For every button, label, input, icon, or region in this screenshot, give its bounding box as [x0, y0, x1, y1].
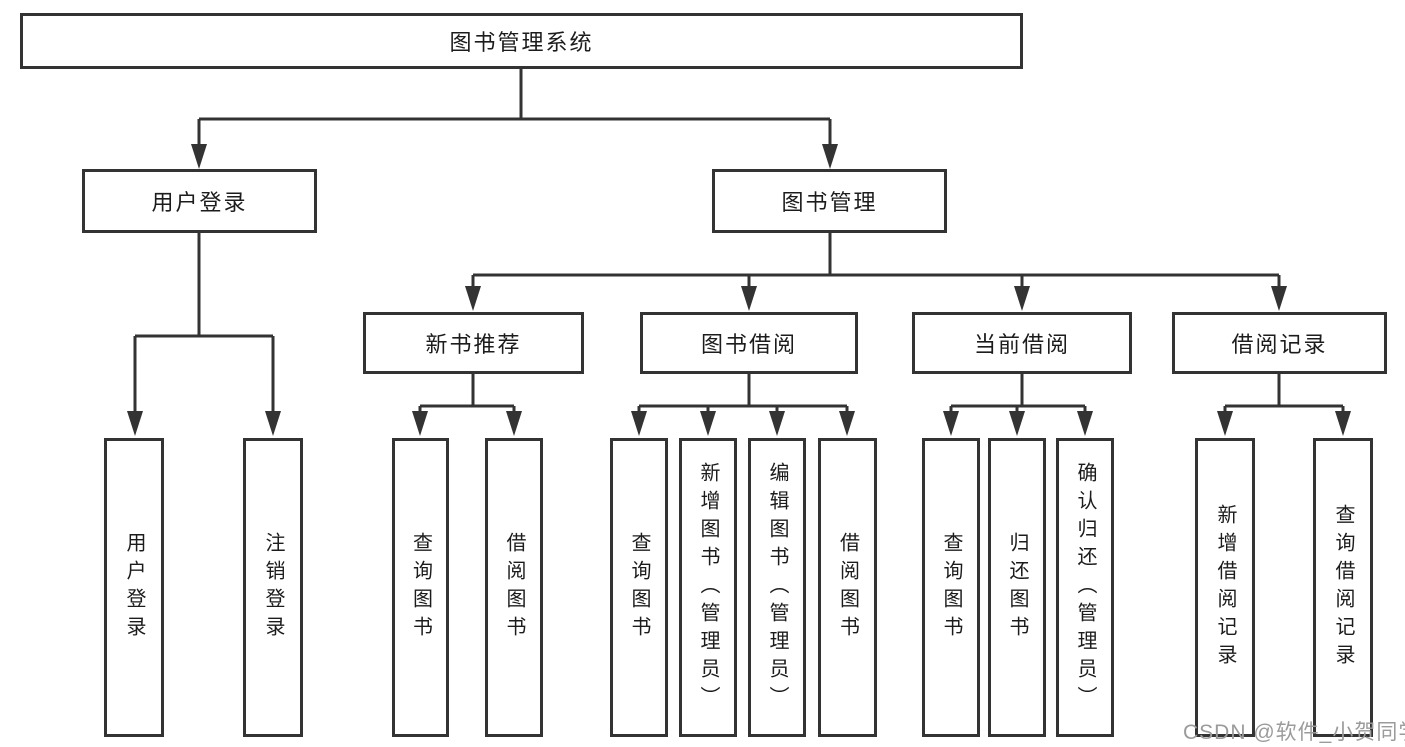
leaf-query-books-current: 查询图书 [922, 438, 980, 737]
node-label: 图书借阅 [700, 332, 797, 357]
node-label: 借阅记录 [1231, 332, 1328, 357]
node-label: 归还图书 [1006, 531, 1028, 644]
node-label: 借阅图书 [503, 531, 525, 644]
leaf-confirm-return-admin: 确认归还（管理员） [1056, 438, 1114, 737]
node-label: 图书管理 [781, 190, 878, 215]
node-label: 查询图书 [409, 531, 432, 644]
arrow-down-icon [1009, 411, 1025, 436]
arrow-down-icon [943, 411, 959, 436]
arrow-down-icon [412, 411, 428, 436]
leaf-add-books-admin: 新增图书（管理员） [679, 438, 737, 737]
leaf-query-books-borrow: 查询图书 [610, 438, 668, 737]
leaf-borrow-books: 借阅图书 [818, 438, 877, 737]
csdn-watermark: CSDN @软件_小贺同学 [1183, 721, 1405, 744]
node-current-borrow: 当前借阅 [912, 312, 1132, 374]
arrow-down-icon [265, 411, 281, 436]
arrowheads [127, 144, 1351, 436]
node-label: 查询图书 [940, 531, 962, 644]
arrow-down-icon [1077, 411, 1093, 436]
arrow-down-icon [700, 411, 716, 436]
arrow-down-icon [1014, 286, 1030, 311]
arrow-down-icon [465, 286, 481, 311]
borrow-record-split-line [1223, 373, 1345, 414]
current-borrow-split-line [949, 373, 1087, 414]
new-book-split-line [418, 373, 516, 414]
root-split-line [197, 68, 832, 147]
arrow-down-icon [127, 411, 143, 436]
leaf-edit-books-admin: 编辑图书（管理员） [748, 438, 806, 737]
node-label: 用户登录 [123, 531, 145, 644]
user-login-split-line [133, 232, 275, 414]
node-label: 用户登录 [151, 190, 248, 215]
leaf-query-borrow-record: 查询借阅记录 [1313, 438, 1373, 737]
node-label: 编辑图书（管理员） [766, 461, 788, 714]
node-label: 查询借阅记录 [1332, 503, 1354, 672]
arrow-down-icon [822, 144, 838, 169]
arrow-down-icon [506, 411, 522, 436]
arrow-down-icon [1217, 411, 1233, 436]
node-label: 新书推荐 [425, 332, 522, 357]
node-new-book-recommend: 新书推荐 [363, 312, 584, 374]
book-borrow-split-line [637, 373, 849, 414]
arrow-down-icon [1335, 411, 1351, 436]
arrow-down-icon [191, 144, 207, 169]
arrow-down-icon [839, 411, 855, 436]
arrow-down-icon [1271, 286, 1287, 311]
node-label: 查询图书 [628, 531, 650, 644]
leaf-query-books-recommend: 查询图书 [392, 438, 449, 737]
node-label: 当前借阅 [973, 332, 1070, 357]
leaf-user-login: 用户登录 [104, 438, 164, 737]
node-book-management: 图书管理 [712, 169, 947, 233]
node-label: 确认归还（管理员） [1074, 461, 1096, 714]
node-label: 新增借阅记录 [1214, 503, 1236, 672]
leaf-add-borrow-record: 新增借阅记录 [1195, 438, 1255, 737]
node-borrow-records: 借阅记录 [1172, 312, 1387, 374]
leaf-borrow-books-recommend: 借阅图书 [485, 438, 543, 737]
node-book-borrow: 图书借阅 [640, 312, 858, 374]
leaf-return-books: 归还图书 [988, 438, 1046, 737]
arrow-down-icon [769, 411, 785, 436]
node-user-login: 用户登录 [82, 169, 317, 233]
node-label: 图书管理系统 [449, 30, 594, 55]
node-label: 注销登录 [262, 531, 284, 644]
node-library-system-root: 图书管理系统 [20, 13, 1023, 69]
leaf-logout-login: 注销登录 [243, 438, 303, 737]
book-management-split-line [471, 232, 1281, 289]
node-label: 新增图书（管理员） [697, 461, 719, 714]
arrow-down-icon [741, 286, 757, 311]
arrow-down-icon [631, 411, 647, 436]
node-label: 借阅图书 [836, 531, 859, 644]
